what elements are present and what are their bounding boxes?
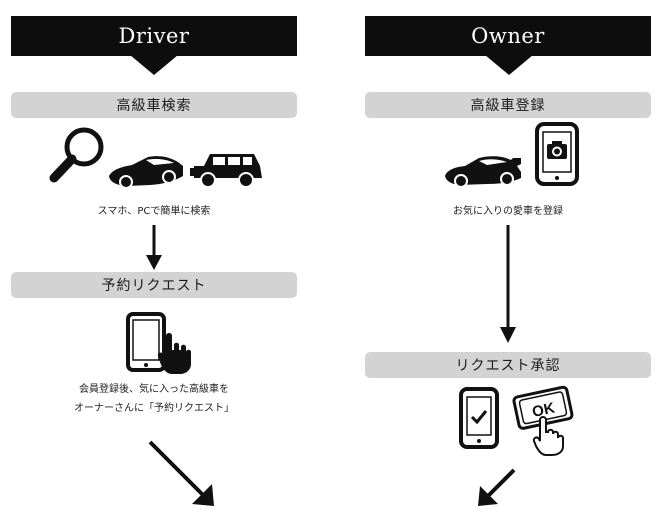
owner-step-approve: リクエスト承認 — [365, 352, 651, 378]
diagonal-arrow-right-icon — [148, 440, 214, 506]
driver-step-search-title: 高級車検索 — [116, 98, 192, 114]
owner-header-label: Owner — [471, 24, 545, 48]
owner-step-register-title: 高級車登録 — [470, 98, 546, 114]
smartphone-camera-icon — [535, 122, 579, 186]
driver-header-pointer — [130, 55, 178, 75]
owner-step-register: 高級車登録 — [365, 92, 651, 118]
owner-sports-car-icon — [445, 156, 521, 188]
long-down-arrow-icon — [500, 225, 516, 343]
owner-step-register-caption: お気に入りの愛車を登録 — [453, 206, 563, 217]
down-arrow-icon — [146, 225, 162, 270]
phone-check-icon — [459, 387, 499, 449]
driver-step-search-caption: スマホ、PCで簡単に検索 — [97, 206, 211, 217]
diagonal-arrow-left-icon — [478, 468, 516, 506]
ok-label: OK — [531, 400, 557, 421]
driver-header-label: Driver — [118, 24, 190, 48]
owner-header: Owner — [365, 16, 651, 56]
tablet-touch-icon — [126, 312, 191, 374]
driver-header: Driver — [11, 16, 297, 56]
driver-step-search: 高級車検索 — [11, 92, 297, 118]
driver-step-request: 予約リクエスト — [11, 272, 297, 298]
driver-step-request-title: 予約リクエスト — [101, 278, 207, 294]
suv-icon — [190, 154, 262, 188]
driver-step-request-caption: 会員登録後、気に入った高級車を オーナーさんに「予約リクエスト」 — [74, 384, 234, 414]
sports-car-icon — [109, 156, 183, 189]
ok-button-press-icon: OK — [512, 385, 574, 456]
owner-header-pointer — [485, 55, 533, 75]
magnifier-icon — [49, 127, 104, 183]
owner-step-approve-title: リクエスト承認 — [455, 358, 561, 374]
